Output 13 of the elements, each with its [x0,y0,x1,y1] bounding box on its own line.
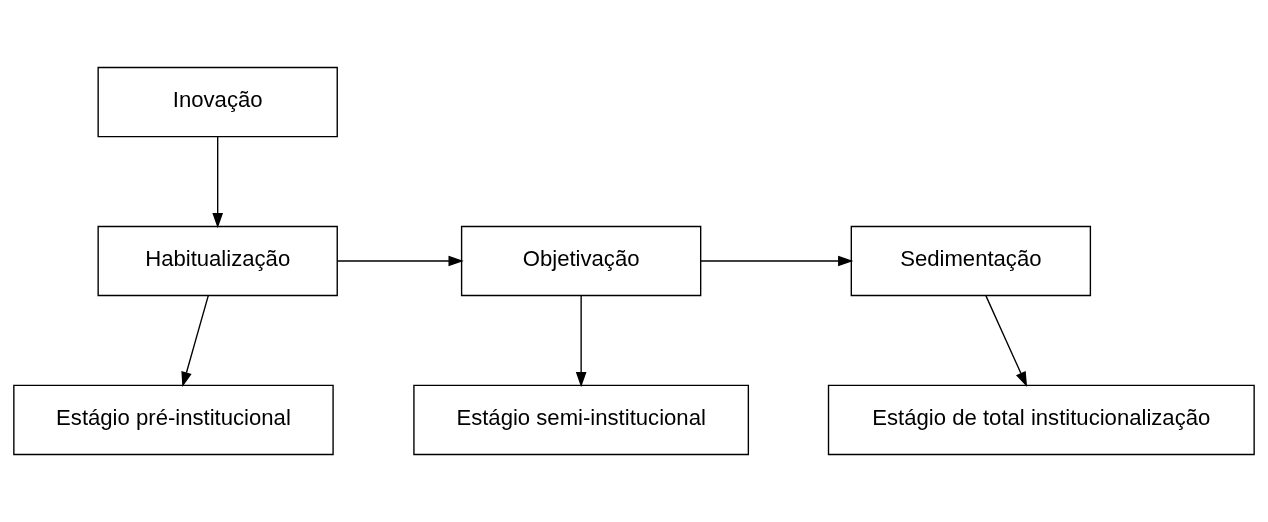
arrow [336,255,464,267]
node-box: Estágio semi-institucional [413,384,750,456]
node-box: Sedimentação [850,225,1092,297]
arrow [985,295,1028,387]
node-box: Estágio pré-institucional [13,384,334,456]
node-box: Objetivação [460,225,702,297]
arrow [575,295,587,388]
arrow [700,255,854,267]
node-box: Inovação [97,66,338,138]
arrow [212,136,223,229]
node-box: Habitualização [97,225,338,297]
arrow [181,295,209,388]
node-box: Estágio de total institucionalização [827,384,1255,456]
